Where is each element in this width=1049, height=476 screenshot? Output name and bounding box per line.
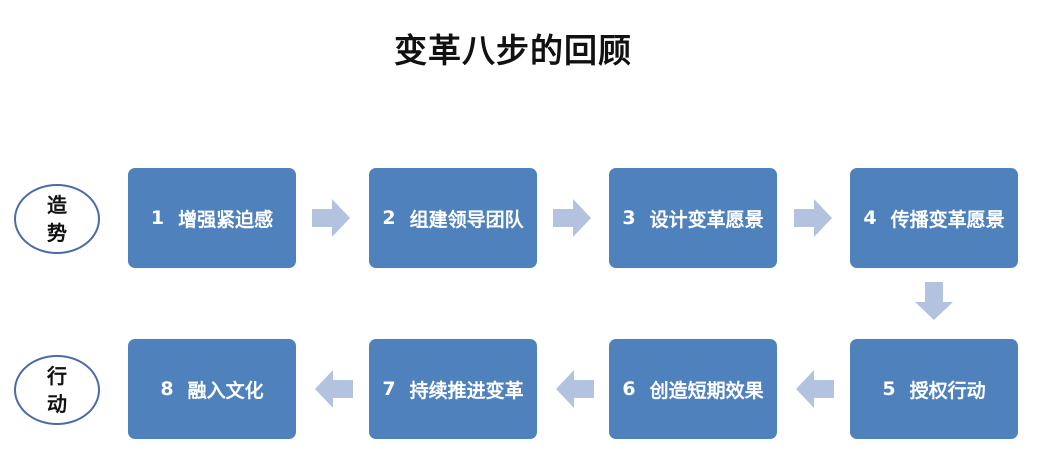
arrow-left-icon xyxy=(796,370,834,408)
label-xingdong: 行 动 xyxy=(14,355,100,425)
step-3-box: 3 设计变革愿景 xyxy=(609,168,777,268)
arrow-right-icon xyxy=(553,199,591,237)
step-8-box: 8 融入文化 xyxy=(128,339,296,439)
step-label: 融入文化 xyxy=(187,379,264,402)
step-label: 增强紧迫感 xyxy=(178,208,274,231)
step-number: 8 xyxy=(160,378,174,400)
side-char: 势 xyxy=(47,221,67,245)
step-4-box: 4 传播变革愿景 xyxy=(850,168,1018,268)
step-2-box: 2 组建领导团队 xyxy=(369,168,537,268)
arrow-down-icon xyxy=(915,282,953,320)
side-char: 行 xyxy=(47,364,67,388)
step-number: 6 xyxy=(622,378,636,400)
step-label: 传播变革愿景 xyxy=(890,208,1005,231)
step-number: 1 xyxy=(150,207,165,229)
arrow-right-icon xyxy=(312,199,350,237)
step-label: 授权行动 xyxy=(909,379,986,402)
side-char: 动 xyxy=(47,392,67,416)
arrow-right-icon xyxy=(794,199,832,237)
step-number: 4 xyxy=(863,207,877,229)
arrow-left-icon xyxy=(556,370,594,408)
step-1-box: 1 增强紧迫感 xyxy=(128,168,296,268)
step-label: 创造短期效果 xyxy=(649,379,764,402)
step-label: 持续推进变革 xyxy=(409,379,524,402)
step-7-box: 7 持续推进变革 xyxy=(369,339,537,439)
step-label: 组建领导团队 xyxy=(409,208,524,231)
arrow-left-icon xyxy=(315,370,353,408)
step-number: 7 xyxy=(382,378,396,400)
step-label: 设计变革愿景 xyxy=(649,208,764,231)
step-number: 2 xyxy=(382,207,396,229)
label-zaoshi: 造 势 xyxy=(14,184,100,254)
step-number: 5 xyxy=(882,378,896,400)
step-5-box: 5 授权行动 xyxy=(850,339,1018,439)
step-6-box: 6 创造短期效果 xyxy=(609,339,777,439)
step-number: 3 xyxy=(622,207,636,229)
side-char: 造 xyxy=(47,193,67,217)
diagram-title: 变革八步的回顾 xyxy=(394,31,632,70)
